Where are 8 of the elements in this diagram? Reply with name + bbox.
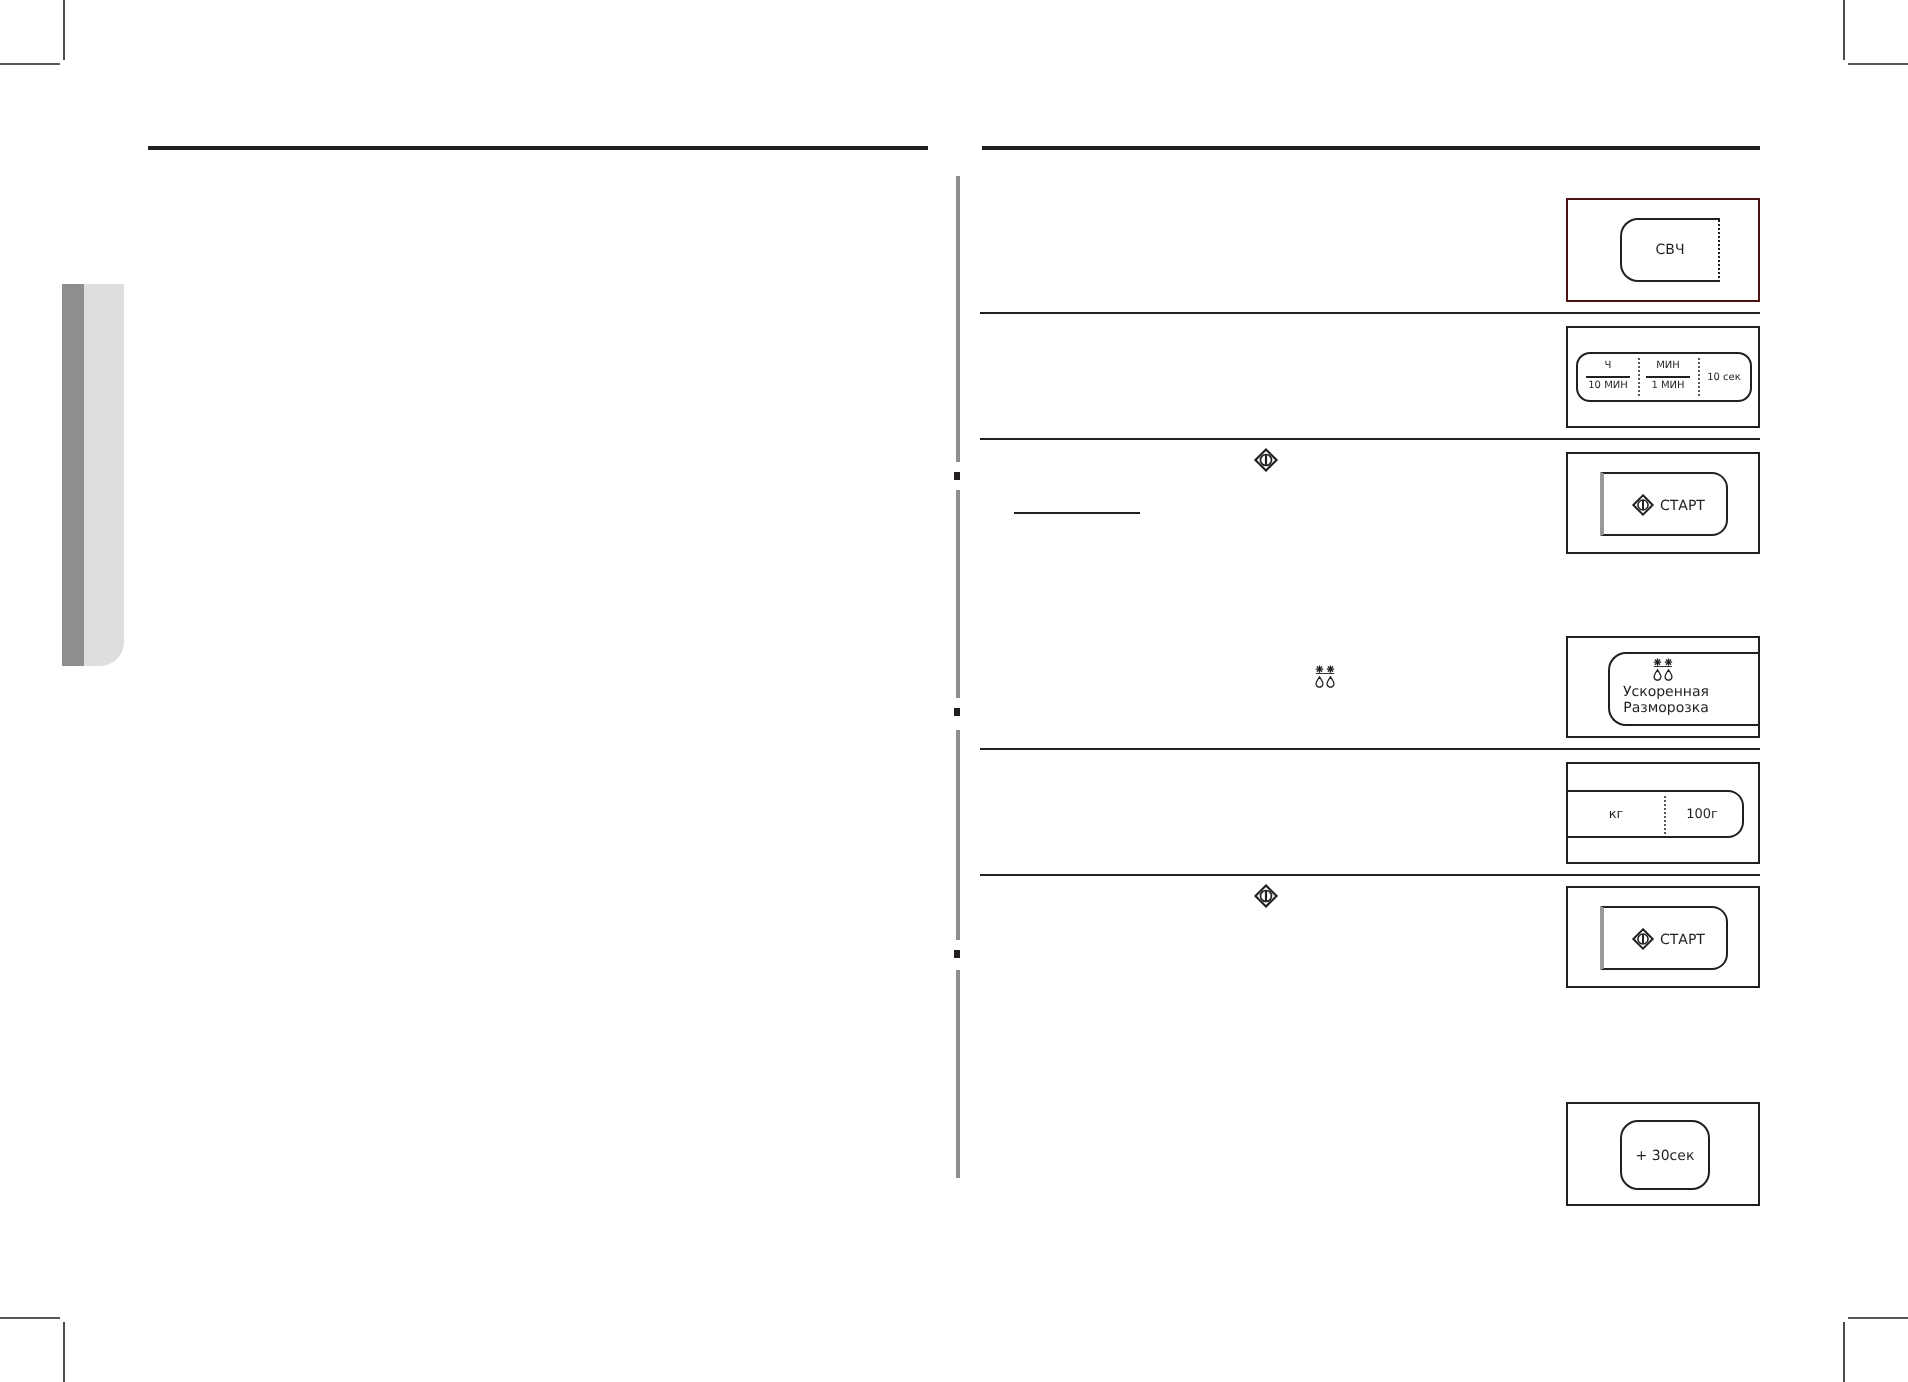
button-illustration-frame bbox=[1566, 198, 1760, 302]
button-illustration-frame bbox=[1566, 886, 1760, 988]
button-illustration-frame bbox=[1566, 762, 1760, 864]
button-illustration-frame bbox=[1566, 1102, 1760, 1206]
side-tab bbox=[62, 284, 124, 666]
button-illustration-frame bbox=[1566, 636, 1760, 738]
button-illustration-frame bbox=[1566, 452, 1760, 554]
button-illustration-frame bbox=[1566, 326, 1760, 428]
